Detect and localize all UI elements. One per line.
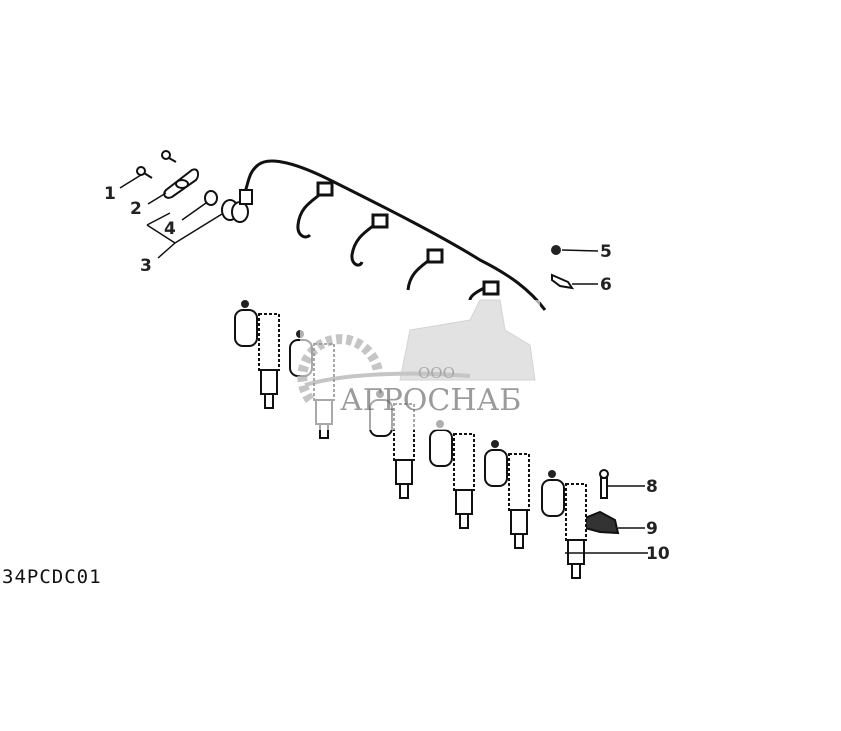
callout-10: 10 xyxy=(646,544,670,564)
injector xyxy=(541,470,587,579)
screw-part-1 xyxy=(136,150,177,179)
injector xyxy=(484,440,530,549)
watermark-name: АГРОСНАБ xyxy=(340,383,521,418)
callout-8: 8 xyxy=(646,477,658,497)
callout-3: 3 xyxy=(140,256,152,276)
agrosnab-watermark-logo: ООО АГРОСНАБ xyxy=(297,299,540,430)
callout-9: 9 xyxy=(646,519,658,539)
bolt-part-8 xyxy=(599,469,609,499)
gasket-part-2 xyxy=(163,168,200,199)
leader-lines xyxy=(119,174,648,554)
callout-4: 4 xyxy=(164,219,176,239)
drawing-code: 34PCDC01 xyxy=(2,566,102,588)
watermark-prefix: ООО xyxy=(418,364,455,382)
clip-part-6 xyxy=(551,273,575,290)
injector xyxy=(234,300,280,409)
wiring-harness xyxy=(236,159,547,311)
nut-part-5 xyxy=(551,245,561,255)
callout-1: 1 xyxy=(104,184,116,204)
harness-connector xyxy=(221,189,253,223)
callout-5: 5 xyxy=(600,242,612,262)
callout-2: 2 xyxy=(130,199,142,219)
o-ring-part-4 xyxy=(204,190,218,206)
callout-6: 6 xyxy=(600,275,612,295)
injector xyxy=(429,420,475,529)
